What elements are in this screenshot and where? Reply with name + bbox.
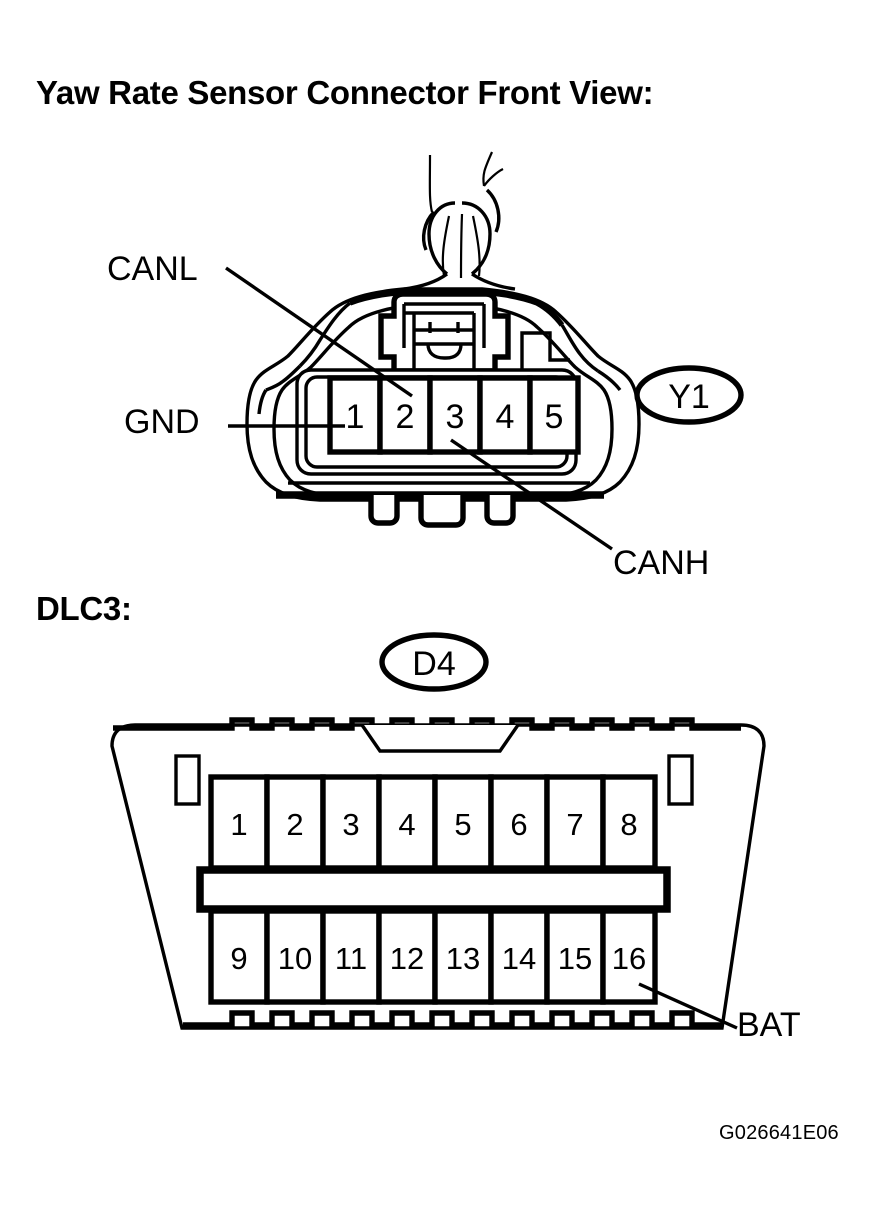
pin-label-4: 4: [398, 807, 415, 842]
connector-id-label-y1: Y1: [668, 378, 710, 416]
pin-label-2: 2: [286, 807, 303, 842]
pin-label-6: 6: [510, 807, 527, 842]
connector-hood: [349, 288, 565, 327]
connector-latch-housing: [378, 291, 511, 374]
connector-hood-left-edge: [298, 301, 352, 368]
connector-bottom-tabs: [368, 495, 516, 528]
page-title-dlc3: DLC3:: [36, 590, 132, 627]
pin-label-4: 4: [496, 398, 515, 436]
pin-box-1: [327, 375, 383, 455]
pin-label-8: 8: [620, 807, 637, 842]
pin-label-7: 7: [566, 807, 583, 842]
pin-label-11: 11: [335, 941, 367, 976]
pin-label-3: 3: [342, 807, 359, 842]
leader-line-canl: [225, 266, 413, 398]
connector-hood-right-edge: [560, 324, 599, 373]
dlc3-side-tab-left: [174, 754, 201, 806]
dlc3-keying-tab: [360, 724, 520, 753]
dlc3-bottom-edge-castellations: [183, 1010, 722, 1028]
pin-label-14: 14: [502, 941, 536, 976]
pin-label-5: 5: [454, 807, 471, 842]
yaw-rate-sensor-connector-drawing: 1 2 3 4 5 Y1: [225, 151, 744, 551]
pin-label-10: 10: [278, 941, 312, 976]
pin-box-6: [488, 774, 550, 871]
dlc3-side-tab-right: [667, 754, 694, 806]
callout-label-gnd: GND: [124, 403, 200, 441]
pin-label-13: 13: [446, 941, 480, 976]
connector-id-badge-d4: D4: [379, 632, 489, 692]
callout-label-canh: CANH: [613, 544, 710, 582]
pin-label-16: 16: [612, 941, 646, 976]
connector-id-badge-y1: Y1: [634, 365, 744, 425]
callout-label-bat: BAT: [737, 1006, 801, 1044]
pin-box-5: [527, 375, 581, 455]
connector-id-label-d4: D4: [412, 645, 455, 683]
leader-line-canh: [450, 438, 613, 551]
pin-box-13: [432, 908, 494, 1005]
pin-box-11: [320, 908, 382, 1005]
pin-box-3: [320, 774, 382, 871]
pin-box-10: [264, 908, 326, 1005]
shell-step-right: [520, 331, 570, 371]
pin-label-1: 1: [230, 807, 247, 842]
dlc3-pin-row-lower: 9 10 11 12 13 14 15 16: [208, 908, 658, 1005]
callout-label-canl: CANL: [107, 250, 198, 288]
shell-ledge-left: [265, 364, 302, 392]
pin-box-8: [600, 774, 658, 871]
pin-box-15: [544, 908, 606, 1005]
pin-box-9: [208, 908, 270, 1005]
pin-box-5: [432, 774, 494, 871]
leader-line-bat: [638, 982, 738, 1030]
shell-ledge-right: [597, 369, 622, 392]
figure-id-code: G026641E06: [719, 1122, 839, 1144]
pin-box-1: [208, 774, 270, 871]
pin-label-9: 9: [230, 941, 247, 976]
dlc3-center-separator-bar: [196, 866, 671, 913]
pin-label-15: 15: [558, 941, 592, 976]
shell-ledge-left-2: [257, 389, 268, 415]
wire-strands-icon: [421, 151, 504, 279]
dlc3-pin-row-upper: 1 2 3 4 5 6 7 8: [208, 774, 658, 871]
pin-label-3: 3: [446, 398, 465, 436]
pin-box-14: [488, 908, 550, 1005]
pin-box-4: [477, 375, 533, 455]
page-title-yaw-rate-sensor: Yaw Rate Sensor Connector Front View:: [36, 74, 654, 111]
pin-label-1: 1: [346, 398, 365, 436]
dlc3-connector-drawing: D4 1 2 3 4 5 6 7 8: [110, 632, 766, 1030]
pin-label-2: 2: [396, 398, 415, 436]
pin-label-5: 5: [545, 398, 564, 436]
pin-label-12: 12: [390, 941, 424, 976]
